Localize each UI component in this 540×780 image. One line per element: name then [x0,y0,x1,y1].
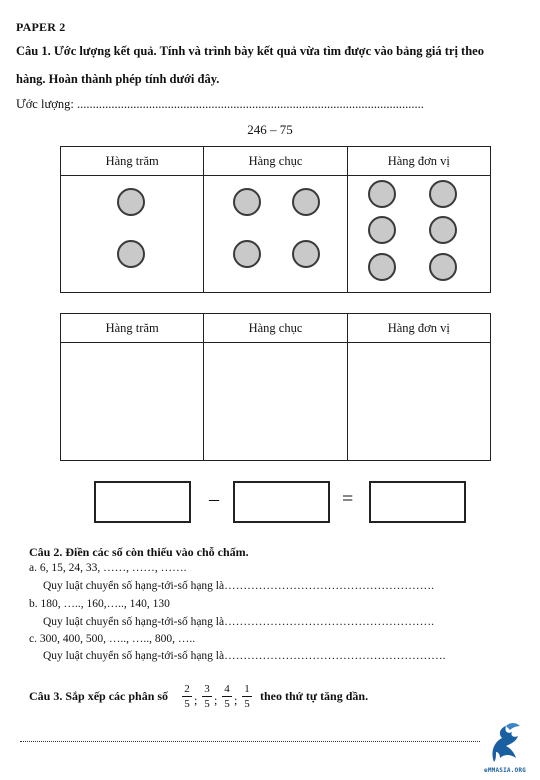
fraction-1: 2 5 [182,683,192,710]
q2-a-rule: Quy luật chuyển số hạng-tới-số hạng là……… [43,580,434,592]
logo-text: eMMASIA.ORG [484,767,526,774]
q1-title-line2: hàng. Hoàn thành phép tính dưới đây. [16,72,220,86]
minuend-answer-box[interactable] [94,481,191,523]
cell-tens-counters [203,175,348,293]
expression: 246 – 75 [247,122,293,137]
fraction-separator: ; [234,693,238,707]
col-header-tens: Hàng chục [203,313,348,343]
fraction-denominator: 5 [204,698,210,710]
counter-disc [117,240,145,268]
answer-cell-ones[interactable] [346,342,492,461]
fraction-separator: ; [194,693,198,707]
q2-title: Câu 2. Điền các số còn thiếu vào chỗ chấ… [29,545,249,559]
q2-c-sequence: c. 300, 400, 500, ….., ….., 800, ….. [29,633,196,645]
eagle-icon [492,723,520,762]
paper-label: PAPER 2 [16,20,66,34]
equals-sign: = [342,488,354,510]
col-header-tens: Hàng chục [203,146,348,176]
answer-cell-tens[interactable] [203,342,348,461]
col-header-ones: Hàng đơn vị [346,146,492,176]
result-answer-box[interactable] [369,481,466,523]
counter-disc [233,240,262,268]
fraction-4: 1 5 [242,683,252,710]
counter-disc [292,240,321,268]
place-value-table-model: Hàng trăm Hàng chục Hàng đơn vị [59,146,492,293]
emmasia-logo: eMMASIA.ORG [480,718,530,776]
cell-ones-counters [346,175,492,293]
q2-b-rule: Quy luật chuyển số hạng-tới-số hạng là……… [43,616,434,628]
col-header-hundreds: Hàng trăm [59,146,205,176]
fraction-numerator: 3 [204,683,210,695]
fraction-2: 3 5 [202,683,212,710]
subtrahend-answer-box[interactable] [233,481,330,523]
fraction-3: 4 5 [222,683,232,710]
minus-sign: – [209,488,219,510]
estimate-line: Ước lượng: .............................… [16,97,424,111]
counter-disc [117,188,145,216]
q2-a-sequence: a. 6, 15, 24, 33, ……, ……, ……. [29,562,187,574]
answer-cell-hundreds[interactable] [59,342,205,461]
fraction-numerator: 1 [244,683,250,695]
fraction-denominator: 5 [224,698,230,710]
fraction-separator: ; [214,693,218,707]
fraction-numerator: 4 [224,683,230,695]
cell-hundreds-counters [59,175,205,293]
counter-disc [428,253,457,281]
counter-disc [367,253,396,281]
q2-c-rule: Quy luật chuyển số hạng-tới-số hạng là……… [43,650,446,662]
q3-title: Câu 3. Sắp xếp các phân số [29,689,169,703]
counter-disc [428,180,457,208]
q2-b-sequence: b. 180, ….., 160,….., 140, 130 [29,598,170,610]
counter-disc [233,188,262,216]
q3-suffix: theo thứ tự tăng dần. [260,689,369,703]
q1-title-line1: Câu 1. Ước lượng kết quả. Tính và trình … [16,44,484,58]
counter-disc [367,180,396,208]
counter-disc [292,188,321,216]
fraction-denominator: 5 [184,698,190,710]
col-header-ones: Hàng đơn vị [346,313,492,343]
place-value-table-answer: Hàng trăm Hàng chục Hàng đơn vị [59,313,492,461]
counter-disc [367,216,396,244]
fraction-denominator: 5 [244,698,250,710]
fraction-numerator: 2 [184,683,190,695]
answer-dotted-line[interactable] [20,741,480,742]
counter-disc [428,216,457,244]
col-header-hundreds: Hàng trăm [59,313,205,343]
